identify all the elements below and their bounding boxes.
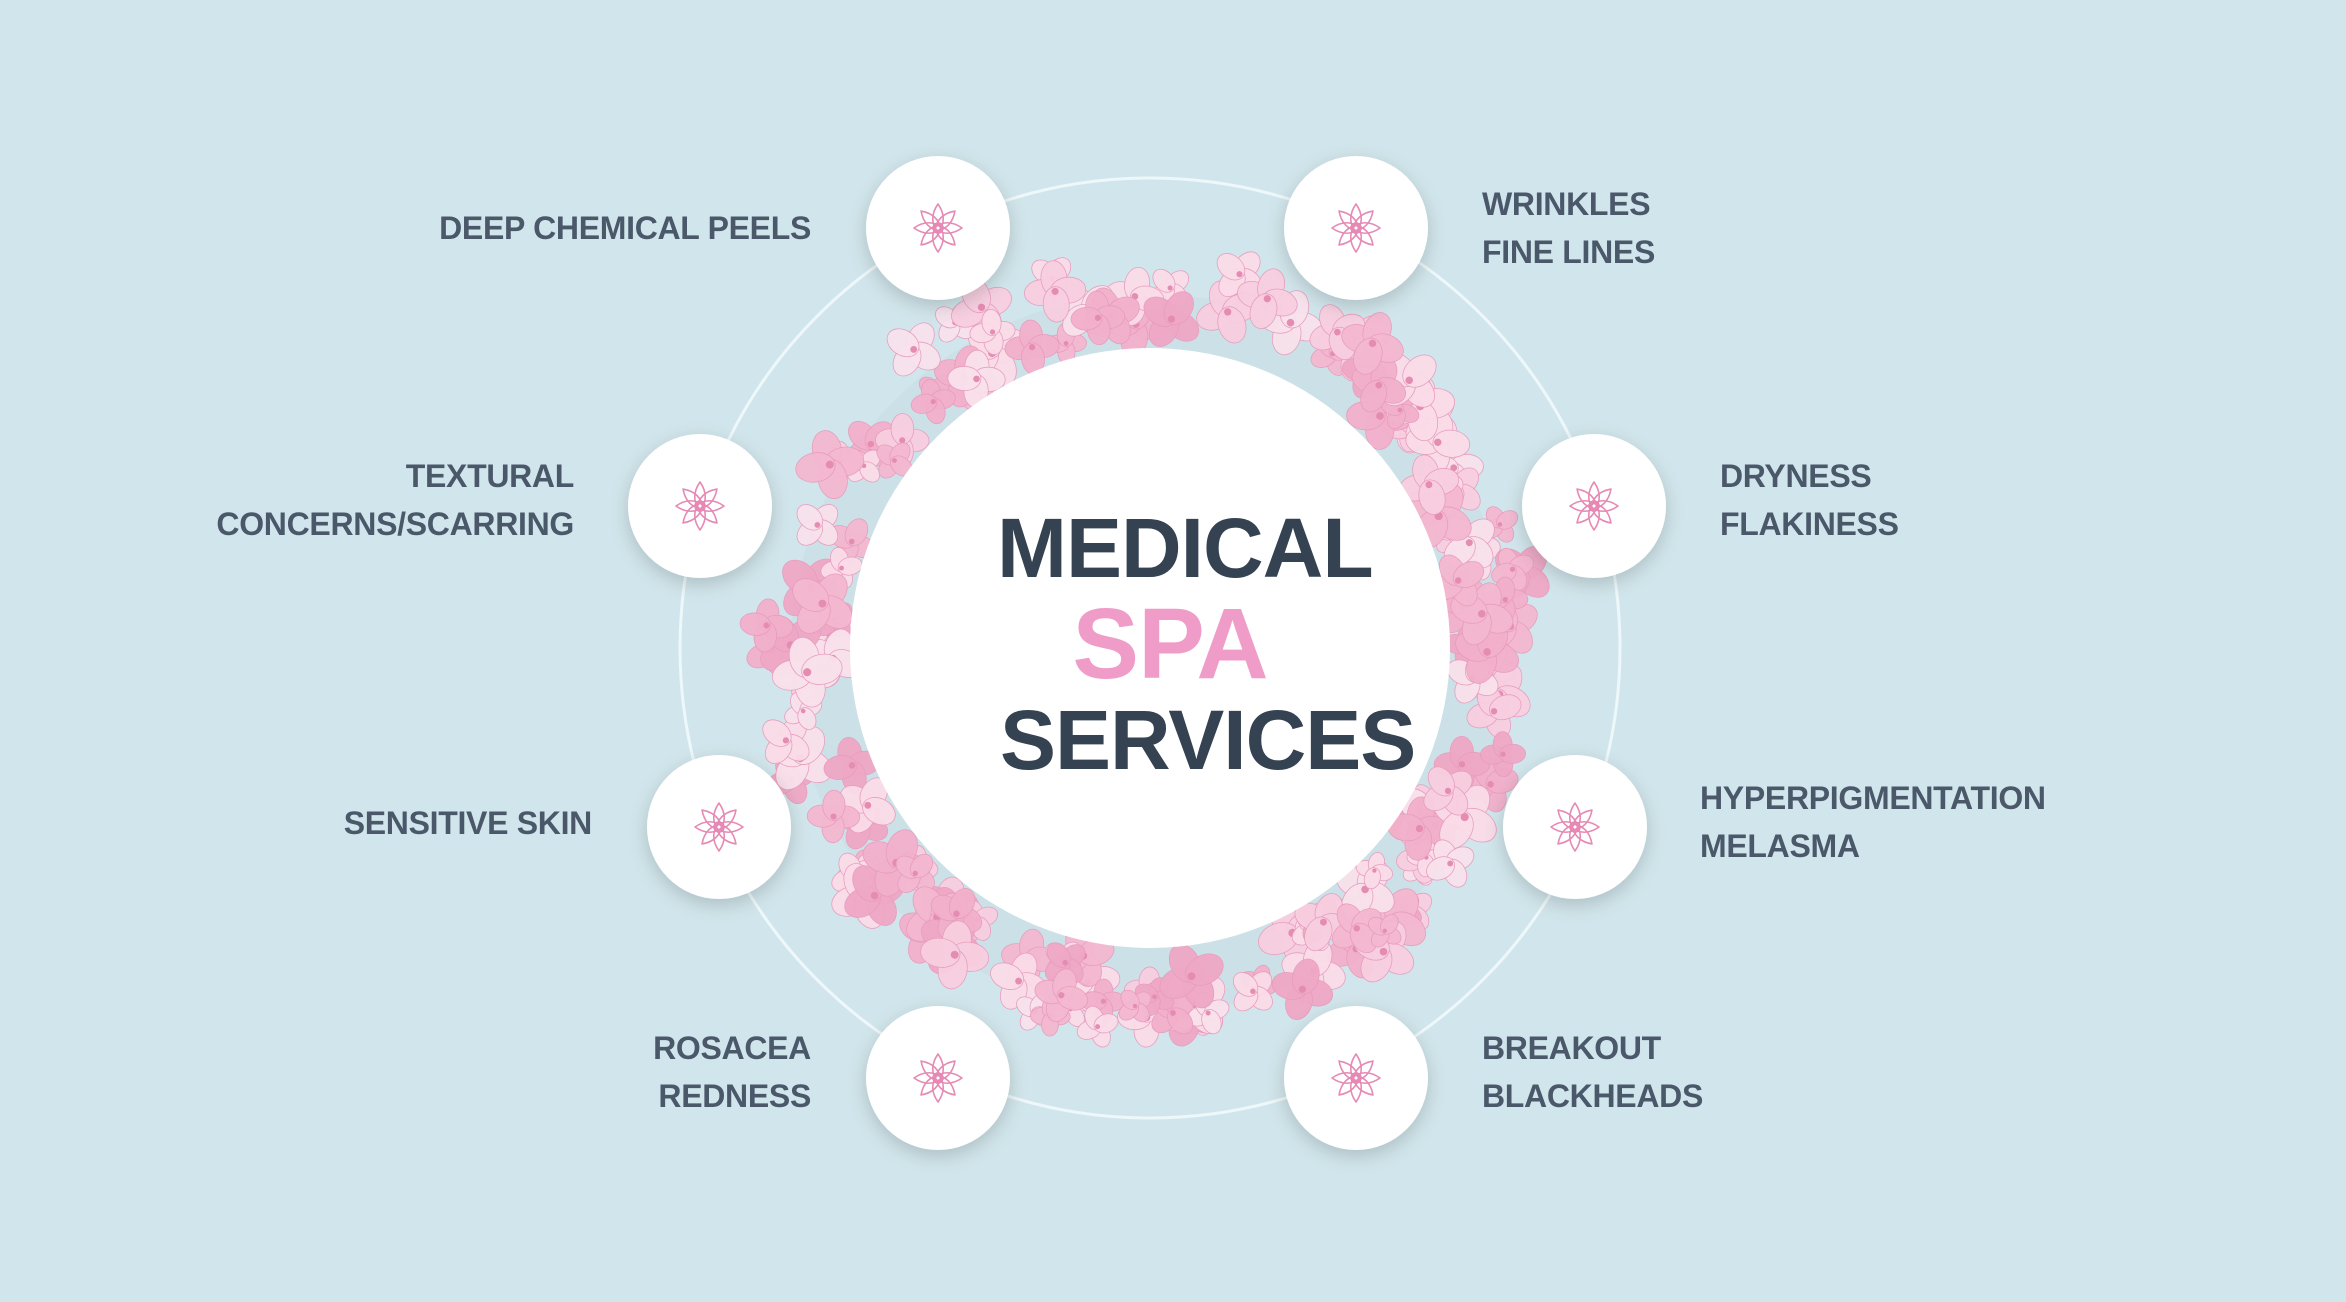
wreath-flower — [886, 322, 941, 377]
service-node-dryness-flakiness — [1522, 434, 1666, 578]
wreath-flower — [876, 442, 913, 479]
wreath-flower — [1426, 839, 1475, 888]
label-breakout-blackheads: BREAKOUT BLACKHEADS — [1482, 1030, 1704, 1114]
node-circle — [866, 156, 1010, 300]
wreath-flower — [839, 777, 896, 834]
wreath-flower — [1480, 731, 1526, 778]
node-circle — [1522, 434, 1666, 578]
title-services: SERVICES — [1000, 693, 1416, 787]
label-deep-chemical-peels: DEEP CHEMICAL PEELS — [439, 210, 811, 246]
node-circle — [866, 1006, 1010, 1150]
wreath-flower — [762, 716, 810, 764]
wreath-flower — [792, 573, 853, 634]
wreath-flower — [1076, 1005, 1119, 1048]
wreath-flower — [1232, 971, 1273, 1012]
wreath-flower — [1341, 312, 1404, 375]
wreath-flower — [795, 430, 865, 500]
wreath-flower — [1118, 989, 1152, 1023]
wreath-flower — [1331, 903, 1382, 954]
label-rosacea-redness: ROSACEA REDNESS — [653, 1030, 811, 1114]
wreath-flower — [920, 920, 990, 990]
node-circle — [628, 434, 772, 578]
service-node-hyperpigmentation-melasma — [1503, 755, 1647, 899]
wreath-flower — [1004, 319, 1060, 375]
wreath-flower — [771, 636, 843, 708]
label-hyperpigmentation-melasma: HYPERPIGMENTATION MELASMA — [1700, 780, 2046, 864]
center-title: MEDICAL SPA SERVICES — [997, 500, 1416, 788]
wreath-flower — [1159, 944, 1224, 1009]
wreath-flower — [1237, 268, 1298, 329]
wreath-flower — [739, 598, 794, 653]
title-spa: SPA — [1072, 588, 1268, 700]
wreath-flower — [1423, 766, 1473, 816]
node-circle — [1284, 1006, 1428, 1150]
wreath-flower — [1143, 291, 1200, 347]
wreath-flower — [1034, 968, 1089, 1022]
title-medical: MEDICAL — [997, 501, 1374, 595]
service-node-breakout-blackheads — [1284, 1006, 1428, 1150]
wreath-flower — [1216, 251, 1263, 297]
wreath-flower — [947, 349, 1006, 408]
service-node-rosacea-redness — [866, 1006, 1010, 1150]
wreath-flower — [1355, 851, 1394, 890]
service-nodes — [628, 156, 1666, 1150]
wreath-flower — [1387, 796, 1452, 861]
service-node-wrinkles-fine-lines — [1284, 156, 1428, 300]
wreath-flower — [1271, 958, 1334, 1020]
wreath-flower — [1070, 290, 1126, 346]
wreath-flower — [806, 789, 861, 844]
wreath-flower — [796, 504, 839, 546]
label-wrinkles-fine-lines: WRINKLES FINE LINES — [1482, 186, 1656, 270]
label-dryness-flakiness: DRYNESS FLAKINESS — [1720, 458, 1899, 542]
connector-ring — [678, 176, 1622, 1120]
wreath-flower — [910, 379, 956, 425]
wreath-flower — [969, 309, 1016, 355]
node-circle — [1503, 755, 1647, 899]
wreath-flower — [1351, 358, 1406, 413]
service-node-textural-concerns — [628, 434, 772, 578]
label-sensitive-skin: SENSITIVE SKIN — [343, 805, 593, 841]
wreath-flower — [895, 853, 935, 893]
node-circle — [647, 755, 791, 899]
service-node-sensitive-skin — [647, 755, 791, 899]
center-disc — [850, 348, 1450, 948]
wreath-flower — [1368, 914, 1402, 948]
wreath-flower — [1186, 991, 1230, 1035]
label-textural-concerns: TEXTURAL CONCERNS/SCARRING — [216, 458, 574, 542]
wreath-flower — [1398, 454, 1460, 515]
service-node-deep-chemical-peels — [866, 156, 1010, 300]
node-circle — [1284, 156, 1428, 300]
wreath-flower — [1023, 260, 1087, 323]
